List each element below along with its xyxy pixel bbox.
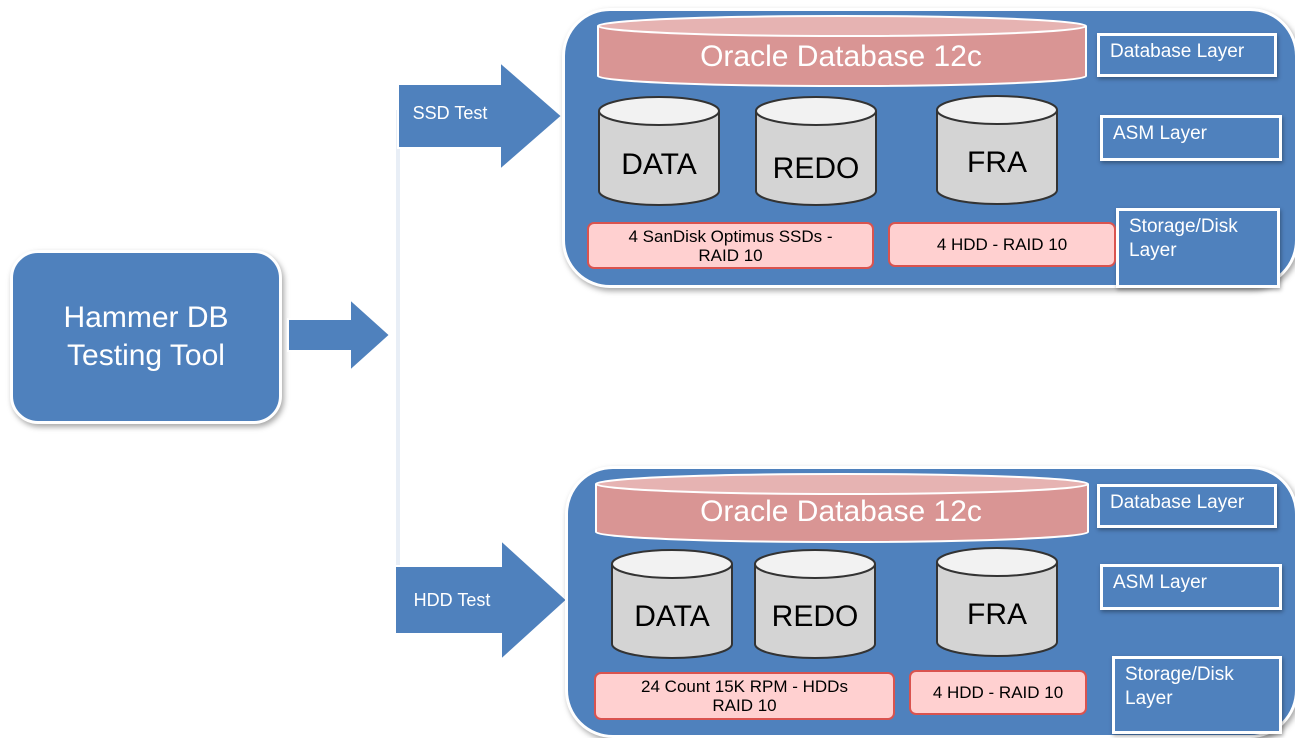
ssd-test-arrow — [397, 59, 564, 173]
storage-layer-line2: Layer — [1125, 688, 1173, 709]
ssd-test-label: SSD Test — [412, 103, 488, 123]
asm-layer-box: ASM Layer — [1100, 115, 1282, 161]
redo-cylinder — [755, 96, 877, 206]
data-cylinder-label: DATA — [621, 148, 697, 181]
hammer-db-tool-box: Hammer DB Testing Tool — [10, 250, 282, 424]
hdd-test-arrow — [394, 537, 569, 663]
fra-storage-box: 4 HDD - RAID 10 — [909, 670, 1087, 715]
data-cylinder — [598, 96, 720, 206]
ssd-storage-line1: 4 SanDisk Optimus SSDs - — [628, 226, 833, 246]
main-arrow — [287, 296, 392, 374]
oracle-database-label: Oracle Database 12c — [700, 40, 982, 73]
data-cylinder — [611, 549, 733, 659]
tool-label-line2: Testing Tool — [67, 339, 225, 372]
storage-layer-line1: Storage/Disk — [1125, 664, 1234, 685]
oracle-database-cylinder — [595, 473, 1089, 543]
hdd-test-label: HDD Test — [413, 590, 491, 610]
redo-cylinder-label: REDO — [772, 152, 860, 185]
data-cylinder-label: DATA — [634, 600, 710, 633]
fra-cylinder — [936, 547, 1058, 657]
redo-cylinder — [754, 549, 876, 659]
asm-layer-box: ASM Layer — [1100, 564, 1282, 610]
oracle-database-cylinder — [597, 15, 1087, 87]
ssd-storage-line2: RAID 10 — [698, 245, 763, 265]
oracle-database-label: Oracle Database 12c — [700, 495, 982, 528]
hdd-storage-line2: RAID 10 — [712, 696, 777, 715]
hdd-storage-box: 24 Count 15K RPM - HDDs RAID 10 — [594, 672, 895, 720]
storage-layer-line2: Layer — [1129, 240, 1177, 261]
storage-disk-layer-box: Storage/Disk Layer — [1112, 656, 1282, 734]
database-layer-box: Database Layer — [1097, 33, 1277, 77]
redo-cylinder-label: REDO — [771, 600, 859, 633]
tool-label-line1: Hammer DB — [63, 301, 229, 334]
database-layer-box: Database Layer — [1097, 484, 1277, 528]
storage-layer-line1: Storage/Disk — [1129, 216, 1238, 237]
fra-cylinder-label: FRA — [967, 146, 1027, 179]
fra-cylinder-label: FRA — [967, 598, 1027, 631]
ssd-storage-box: 4 SanDisk Optimus SSDs - RAID 10 — [587, 222, 874, 269]
fra-storage-box: 4 HDD - RAID 10 — [888, 222, 1116, 267]
hdd-storage-line1: 24 Count 15K RPM - HDDs — [641, 677, 848, 696]
storage-disk-layer-box: Storage/Disk Layer — [1116, 208, 1280, 288]
fra-cylinder — [936, 95, 1058, 205]
